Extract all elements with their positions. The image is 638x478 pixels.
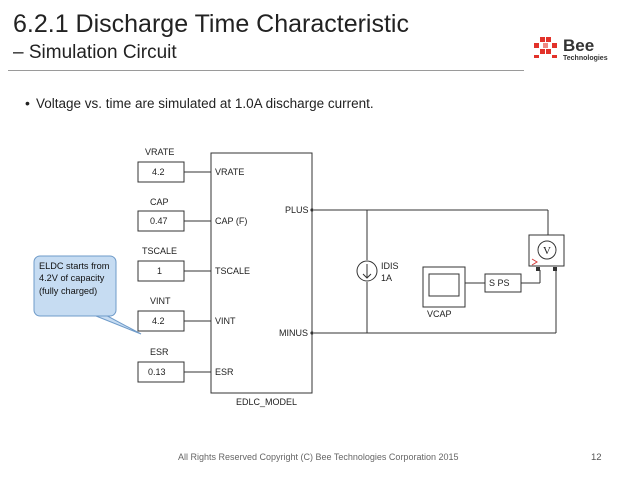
callout-box — [33, 255, 117, 317]
param-value: 0.13 — [148, 367, 166, 377]
sps-label: S PS — [489, 278, 510, 288]
param-label: CAP — [150, 197, 169, 207]
param-cap[interactable]: CAP 0.47 CAP (F) — [137, 197, 247, 232]
minus-port-label: MINUS — [279, 328, 308, 338]
scope-label: VCAP — [427, 309, 452, 319]
port-label: VINT — [215, 316, 236, 326]
param-label: TSCALE — [142, 246, 177, 256]
model-name-label: EDLC_MODEL — [236, 397, 297, 407]
edlc-model-block[interactable] — [210, 152, 313, 394]
param-esr[interactable]: ESR 0.13 ESR — [137, 347, 234, 383]
voltage-sensor[interactable]: V — [528, 234, 565, 271]
circuit-wires — [314, 209, 557, 334]
sps-converter-block[interactable]: S PS — [484, 273, 522, 293]
bee-logo-icon: Bee Technologies — [534, 36, 608, 62]
param-label: VINT — [150, 296, 171, 306]
page-number: 12 — [591, 452, 602, 463]
bullet-text: Voltage vs. time are simulated at 1.0A d… — [36, 96, 374, 111]
param-value: 4.2 — [152, 316, 165, 326]
voltmeter-icon: V — [543, 245, 551, 257]
param-tscale[interactable]: TSCALE 1 TSCALE — [137, 246, 250, 282]
port-label: ESR — [215, 367, 234, 377]
logo-subtitle: Technologies — [563, 55, 608, 62]
footer-copyright: All Rights Reserved Copyright (C) Bee Te… — [178, 452, 459, 462]
param-vint[interactable]: VINT 4.2 VINT — [137, 296, 236, 332]
scope-block[interactable] — [422, 266, 466, 308]
source-value: 1A — [381, 273, 392, 283]
source-label: IDIS — [381, 261, 399, 271]
current-source[interactable] — [356, 260, 378, 282]
param-value: 0.47 — [150, 216, 168, 226]
port-label: CAP (F) — [215, 216, 247, 226]
plus-terminal[interactable] — [310, 208, 314, 212]
param-vrate[interactable]: VRATE 4.2 VRATE — [137, 147, 244, 183]
param-label: ESR — [150, 347, 169, 357]
bullet-marker: • — [25, 95, 30, 111]
callout-text: ELDC starts from 4.2V of capacity (fully… — [39, 261, 110, 296]
plus-port-label: PLUS — [285, 205, 309, 215]
port-label: VRATE — [215, 167, 244, 177]
title-divider — [8, 70, 524, 71]
company-logo: Bee Technologies — [530, 30, 632, 64]
port-label: TSCALE — [215, 266, 250, 276]
param-value: 4.2 — [152, 167, 165, 177]
slide-title: 6.2.1 Discharge Time Characteristic — [13, 10, 409, 38]
param-value: 1 — [157, 266, 162, 276]
slide-subtitle: – Simulation Circuit — [13, 42, 177, 63]
minus-terminal[interactable] — [310, 331, 314, 335]
param-label: VRATE — [145, 147, 174, 157]
logo-wordmark: Bee — [563, 36, 594, 55]
